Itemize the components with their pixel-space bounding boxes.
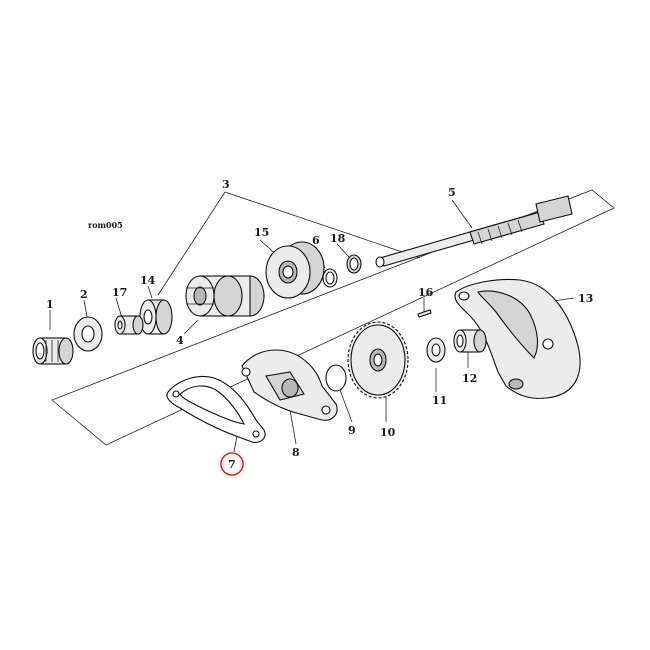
label-part-13: 13 <box>578 292 593 305</box>
label-part-17: 17 <box>112 286 127 299</box>
part-4-pinion-gear <box>185 275 265 317</box>
assembly-outline <box>51 189 615 446</box>
label-part-6: 6 <box>312 234 320 247</box>
label-part-1: 1 <box>46 298 54 311</box>
label-part-11: 11 <box>432 394 447 407</box>
label-part-18: 18 <box>330 232 346 245</box>
part-14-shaft-sleeve <box>139 299 173 335</box>
label-part-9: 9 <box>348 424 356 437</box>
label-part-15: 15 <box>254 226 269 239</box>
label-part-8: 8 <box>292 446 300 459</box>
label-part-10: 10 <box>380 426 396 439</box>
label-part-3: 3 <box>222 178 230 191</box>
part-16-pin <box>417 309 432 318</box>
label-part-16: 16 <box>418 286 434 299</box>
highlight-circle-part-7 <box>220 452 244 476</box>
part-6-retaining-ring <box>322 268 338 288</box>
label-part-7: 7 <box>228 458 236 471</box>
label-part-5: 5 <box>448 186 456 199</box>
part-5-shaft <box>375 195 573 268</box>
part-7-gasket <box>166 375 266 443</box>
label-part-2: 2 <box>80 288 88 301</box>
part-13-housing <box>454 279 581 399</box>
part-labels: 3 5 15 6 18 14 17 2 1 4 16 13 12 11 10 9… <box>46 178 593 471</box>
part-17-bushing <box>114 315 144 335</box>
part-10-gear <box>347 321 409 399</box>
part-8-cover-plate <box>241 349 338 421</box>
label-part-12: 12 <box>462 372 477 385</box>
part-15-pulley <box>265 241 325 299</box>
part-11-washer <box>426 337 446 363</box>
part-9-o-ring <box>325 364 347 392</box>
part-1-needle-bearing <box>32 337 74 365</box>
label-part-14: 14 <box>140 274 156 287</box>
reference-code: rom005 <box>88 220 123 230</box>
part-18-spacer <box>346 254 362 274</box>
part-2-washer <box>73 316 103 352</box>
part-12-bearing <box>453 329 487 353</box>
label-part-4: 4 <box>176 334 184 347</box>
